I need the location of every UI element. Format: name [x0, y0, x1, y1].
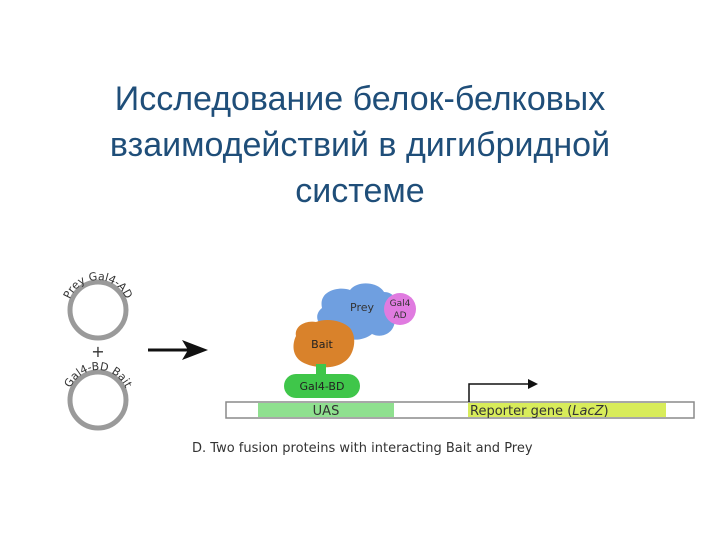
- gal4-ad-label-line2: AD: [393, 311, 406, 321]
- plus-sign: +: [91, 342, 104, 361]
- reporter-region: [468, 403, 666, 417]
- prey-label: Prey: [350, 301, 374, 314]
- uas-region: [258, 403, 394, 417]
- bait-plasmid: Gal4-BD Bait: [62, 360, 135, 431]
- bait-bd-linker: [316, 364, 326, 376]
- arrow-icon: [148, 340, 208, 360]
- title-line-1: Исследование белок-белковых: [114, 80, 606, 118]
- gal4-bd-shape: [284, 374, 360, 398]
- gal4-ad-domain: Gal4 AD: [384, 293, 416, 325]
- dna-strand: UAS Reporter gene (LacZ): [225, 401, 695, 419]
- slide-title: Исследование белок-белковых взаимодейств…: [40, 76, 680, 214]
- gal4-bd-domain: Gal4-BD: [284, 374, 360, 398]
- title-line-2: взаимодействий в дигибридной: [109, 126, 611, 164]
- gal4-bd-label: Gal4-BD: [300, 380, 345, 393]
- diagram-caption: D. Two fusion proteins with interacting …: [192, 441, 533, 456]
- reporter-label: Reporter gene (LacZ): [470, 404, 609, 419]
- transcription-arrow-icon: [468, 379, 538, 402]
- title-line-3: системе: [295, 172, 425, 210]
- gal4-ad-label-line1: Gal4: [390, 299, 411, 309]
- prey-plasmid: Prey Gal4-AD: [61, 270, 135, 341]
- bait-protein: Bait: [293, 320, 355, 368]
- uas-label: UAS: [313, 404, 340, 419]
- bait-label: Bait: [311, 338, 333, 351]
- prey-plasmid-label: Prey Gal4-AD: [61, 270, 135, 301]
- bait-shape: [293, 320, 355, 368]
- bait-plasmid-label: Gal4-BD Bait: [62, 360, 135, 390]
- gal4-ad-shape: [384, 293, 416, 325]
- bait-plasmid-ring: [67, 369, 129, 431]
- prey-plasmid-ring: [67, 279, 129, 341]
